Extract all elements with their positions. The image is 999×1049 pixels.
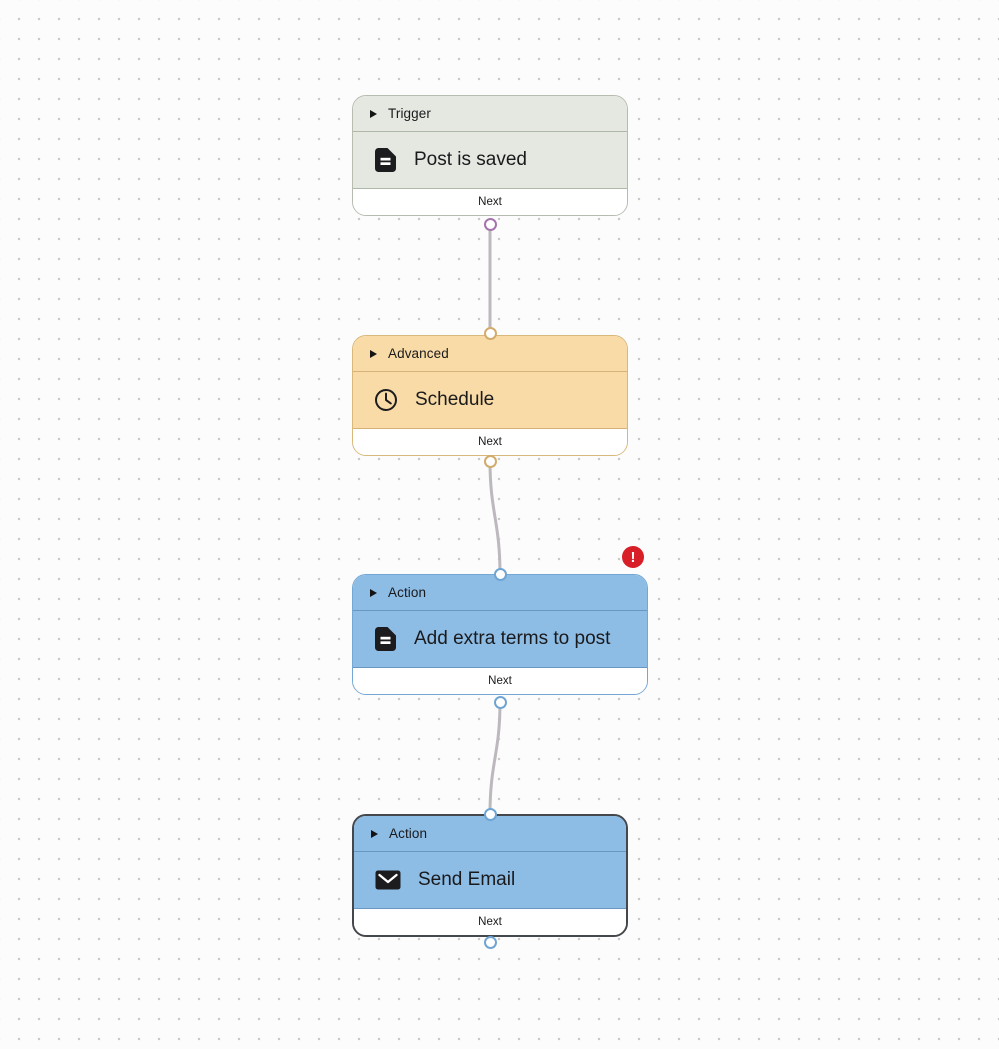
port-send-email-input[interactable]: [483, 807, 497, 821]
collapse-triangle-icon: [371, 829, 378, 838]
node-category-label: Trigger: [388, 106, 431, 121]
node-header[interactable]: Action: [354, 816, 626, 852]
node-action-send-email[interactable]: Action Send Email Next: [352, 814, 628, 937]
error-badge-symbol: !: [630, 548, 636, 566]
collapse-triangle-icon: [370, 109, 377, 118]
node-header[interactable]: Action: [353, 575, 647, 611]
node-title: Schedule: [415, 389, 495, 410]
port-add-extra-terms-output[interactable]: [493, 695, 507, 709]
edge-action-to-sendemail[interactable]: [488, 700, 502, 816]
collapse-triangle-icon: [370, 588, 377, 597]
port-advanced-output[interactable]: [483, 454, 497, 468]
port-trigger-output[interactable]: [483, 217, 497, 231]
node-body[interactable]: Schedule: [353, 372, 627, 429]
port-send-email-output[interactable]: [483, 935, 497, 949]
node-body[interactable]: Send Email: [354, 852, 626, 909]
node-body[interactable]: Add extra terms to post: [353, 611, 647, 668]
node-next-label: Next: [353, 668, 647, 694]
node-body[interactable]: Post is saved: [353, 132, 627, 189]
node-next-label: Next: [353, 189, 627, 215]
node-advanced-schedule[interactable]: Advanced Schedule Next: [352, 335, 628, 456]
collapse-triangle-icon: [370, 349, 377, 358]
port-advanced-input[interactable]: [483, 326, 497, 340]
node-title: Send Email: [418, 869, 516, 890]
node-title: Add extra terms to post: [414, 628, 611, 649]
node-trigger-post-is-saved[interactable]: Trigger Post is saved Next: [352, 95, 628, 216]
node-next-label: Next: [354, 909, 626, 935]
node-category-label: Action: [389, 826, 428, 841]
edge-advanced-to-action[interactable]: [488, 459, 502, 576]
document-icon: [374, 626, 397, 652]
envelope-icon: [375, 870, 401, 890]
node-category-label: Advanced: [388, 346, 449, 361]
node-category-label: Action: [388, 585, 427, 600]
node-header[interactable]: Advanced: [353, 336, 627, 372]
node-action-add-extra-terms[interactable]: Action Add extra terms to post Next: [352, 574, 648, 695]
error-badge-icon[interactable]: !: [622, 546, 644, 568]
node-header[interactable]: Trigger: [353, 96, 627, 132]
clock-icon: [374, 388, 398, 412]
node-next-label: Next: [353, 429, 627, 455]
port-add-extra-terms-input[interactable]: [493, 567, 507, 581]
node-title: Post is saved: [414, 149, 527, 170]
document-icon: [374, 147, 397, 173]
